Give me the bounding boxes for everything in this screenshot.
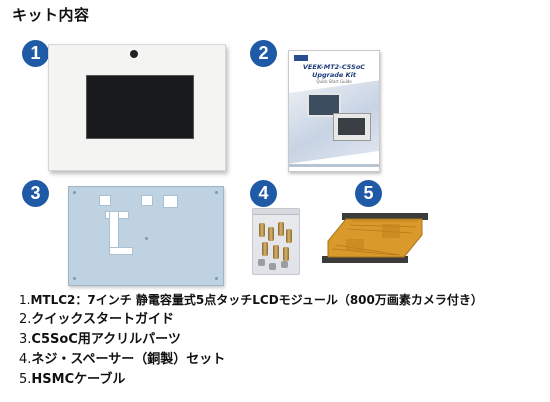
lcd-screen [86,75,194,139]
acrylic-plate-image [68,186,224,286]
number-badge-4: 4 [250,180,277,207]
guide-title-line1: VEEK-MT2-C5SoC [302,63,366,71]
list-item: 4.ネジ・スペーサー（銅製）セット [19,352,226,367]
lcd-module-image [48,44,226,171]
screw-spacer-bag-image [252,208,300,275]
number-badge-5: 5 [355,180,382,207]
guide-photo-2 [333,113,371,141]
list-item: 1.MTLC2：7インチ 静電容量式5点タッチLCDモジュール（800万画素カメ… [19,293,483,307]
kit-contents-list: 1.MTLC2：7インチ 静電容量式5点タッチLCDモジュール（800万画素カメ… [19,290,483,390]
guide-subtitle: Quick Start Guide [316,79,352,84]
list-item: 5.HSMCケーブル [19,372,126,387]
hsmc-cable-image [322,213,428,263]
list-item: 2.クイックスタートガイド [19,312,175,327]
number-badge-3: 3 [22,180,49,207]
camera-icon [130,50,138,58]
number-badge-2: 2 [250,40,277,67]
page-title: キット内容 [12,6,90,24]
guide-title-line2: Upgrade Kit [312,71,356,79]
guide-photo-1 [307,93,341,117]
list-item: 3.C5SoC用アクリルパーツ [19,332,181,347]
brand-logo-icon [294,55,308,61]
number-badge-1: 1 [22,40,49,67]
quick-start-guide-image: VEEK-MT2-C5SoC Upgrade Kit Quick Start G… [288,50,380,172]
